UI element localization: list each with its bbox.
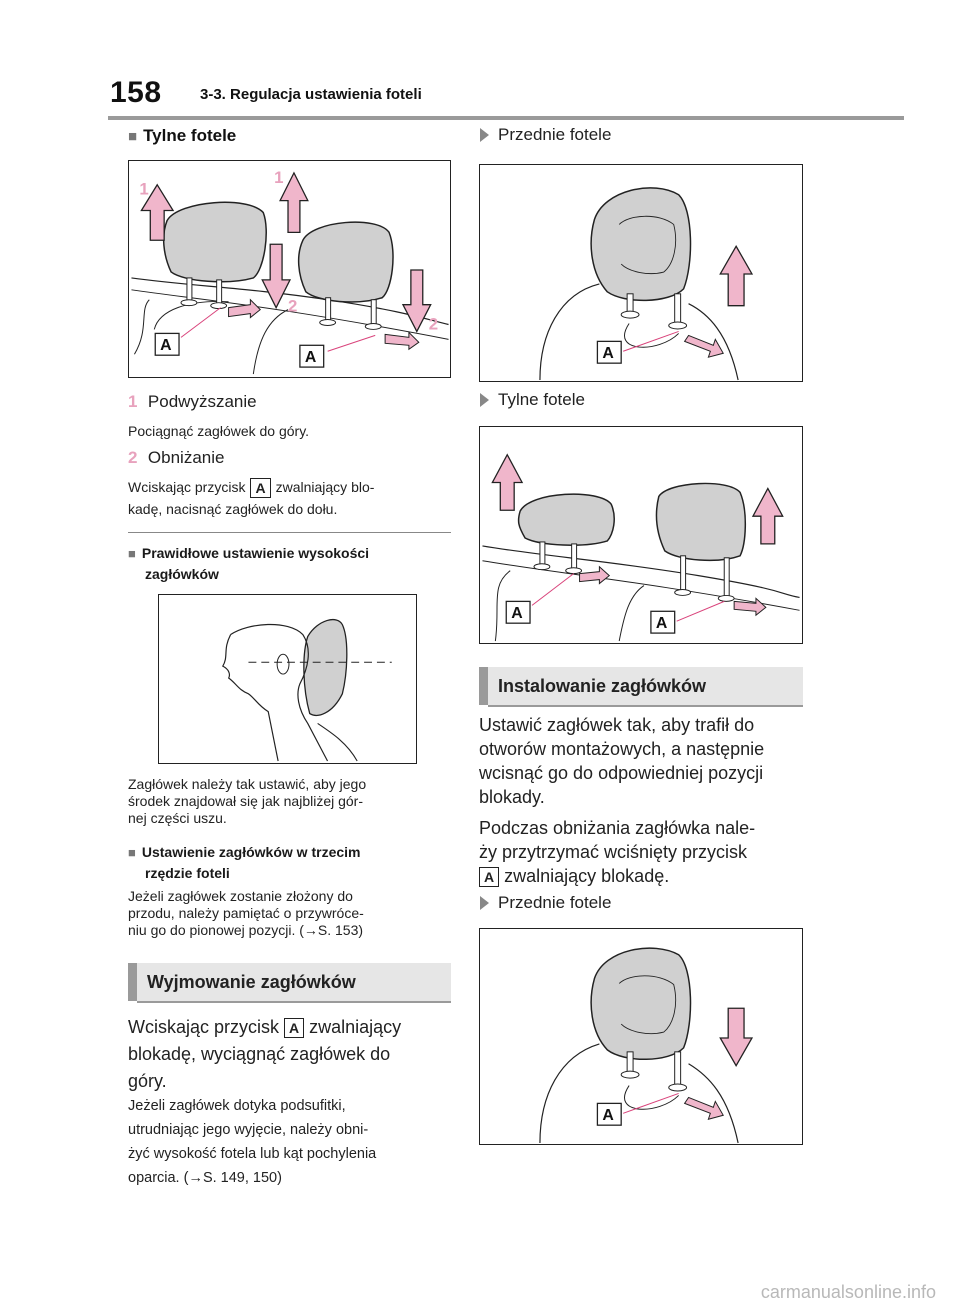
svg-text:A: A bbox=[602, 345, 614, 362]
lower-paragraph: Podczas obniżania zagłówka nale- ży przy… bbox=[479, 818, 756, 888]
label-rear-seats: Tylne fotele bbox=[480, 390, 585, 410]
key-a-label: A bbox=[250, 478, 271, 499]
remove-note: Jeżeli zagłówek dotyka podsufitki, utrud… bbox=[128, 1098, 377, 1186]
figure-front-headrest-remove: A bbox=[479, 164, 803, 382]
divider bbox=[128, 532, 451, 533]
sub1-paragraph: Zagłówek należy tak ustawić, aby jego śr… bbox=[128, 776, 367, 826]
page-number: 158 bbox=[110, 76, 162, 109]
watermark: carmanualsonline.info bbox=[760, 1282, 936, 1302]
label-front-seats-2: Przednie fotele bbox=[480, 893, 611, 913]
rear-headrests-illustration: 1 1 2 2 A A bbox=[131, 168, 449, 375]
step-title: Podwyższanie bbox=[147, 392, 257, 411]
heading-rear-seats: ■Tylne fotele bbox=[128, 126, 237, 145]
section-title: 3-3. Regulacja ustawienia foteli bbox=[200, 86, 422, 103]
svg-text:2: 2 bbox=[429, 314, 438, 333]
svg-text:A: A bbox=[160, 337, 172, 354]
header-rule bbox=[108, 116, 904, 120]
figure-head-position bbox=[158, 594, 417, 764]
step-raise-text: Pociągnąć zagłówek do góry. bbox=[128, 423, 310, 439]
svg-text:1: 1 bbox=[274, 168, 283, 187]
key-a-label: A bbox=[284, 1018, 305, 1039]
square-bullet-icon: ■ bbox=[128, 845, 136, 860]
subheading-correct-height: ■Prawidłowe ustawienie wysokości zagłówk… bbox=[128, 545, 370, 582]
front-headrest-remove-illustration: A bbox=[539, 187, 754, 381]
install-paragraph: Ustawić zagłówek tak, aby trafił do otwo… bbox=[479, 715, 765, 807]
band-remove-headrests: Wyjmowanie zagłówków bbox=[128, 963, 451, 1003]
square-bullet-icon: ■ bbox=[128, 128, 138, 145]
step-title: Obniżanie bbox=[147, 448, 225, 467]
triangle-bullet-icon bbox=[480, 393, 489, 407]
key-a-label: A bbox=[479, 867, 500, 888]
svg-text:A: A bbox=[511, 605, 523, 622]
label-front-seats-1: Przednie fotele bbox=[480, 125, 611, 145]
svg-text:A: A bbox=[305, 349, 317, 366]
figure-rear-headrest-remove: A A bbox=[479, 426, 803, 644]
figure-front-headrest-install: A bbox=[479, 928, 803, 1145]
band-install-headrests: Instalowanie zagłówków bbox=[479, 667, 803, 707]
svg-text:A: A bbox=[656, 615, 668, 632]
square-bullet-icon: ■ bbox=[128, 546, 136, 561]
figure-rear-headrests-adjust: 1 1 2 2 A A bbox=[128, 160, 451, 378]
subheading-third-row: ■Ustawienie zagłówków w trzecim rzędzie … bbox=[128, 844, 361, 881]
sub2-paragraph: Jeżeli zagłówek zostanie złożony do przo… bbox=[128, 888, 364, 938]
svg-text:A: A bbox=[602, 1107, 614, 1124]
triangle-bullet-icon bbox=[480, 128, 489, 142]
step-raise: 1 Podwyższanie bbox=[128, 392, 257, 412]
svg-text:1: 1 bbox=[139, 180, 148, 199]
head-position-illustration bbox=[221, 618, 392, 762]
rear-headrest-remove-illustration: A A bbox=[482, 453, 800, 642]
step-number: 1 bbox=[128, 392, 138, 411]
triangle-bullet-icon bbox=[480, 896, 489, 910]
step-number: 2 bbox=[128, 448, 138, 467]
front-headrest-install-illustration: A bbox=[539, 947, 754, 1144]
step-lower: 2 Obniżanie bbox=[128, 448, 224, 468]
svg-text:2: 2 bbox=[288, 297, 297, 316]
